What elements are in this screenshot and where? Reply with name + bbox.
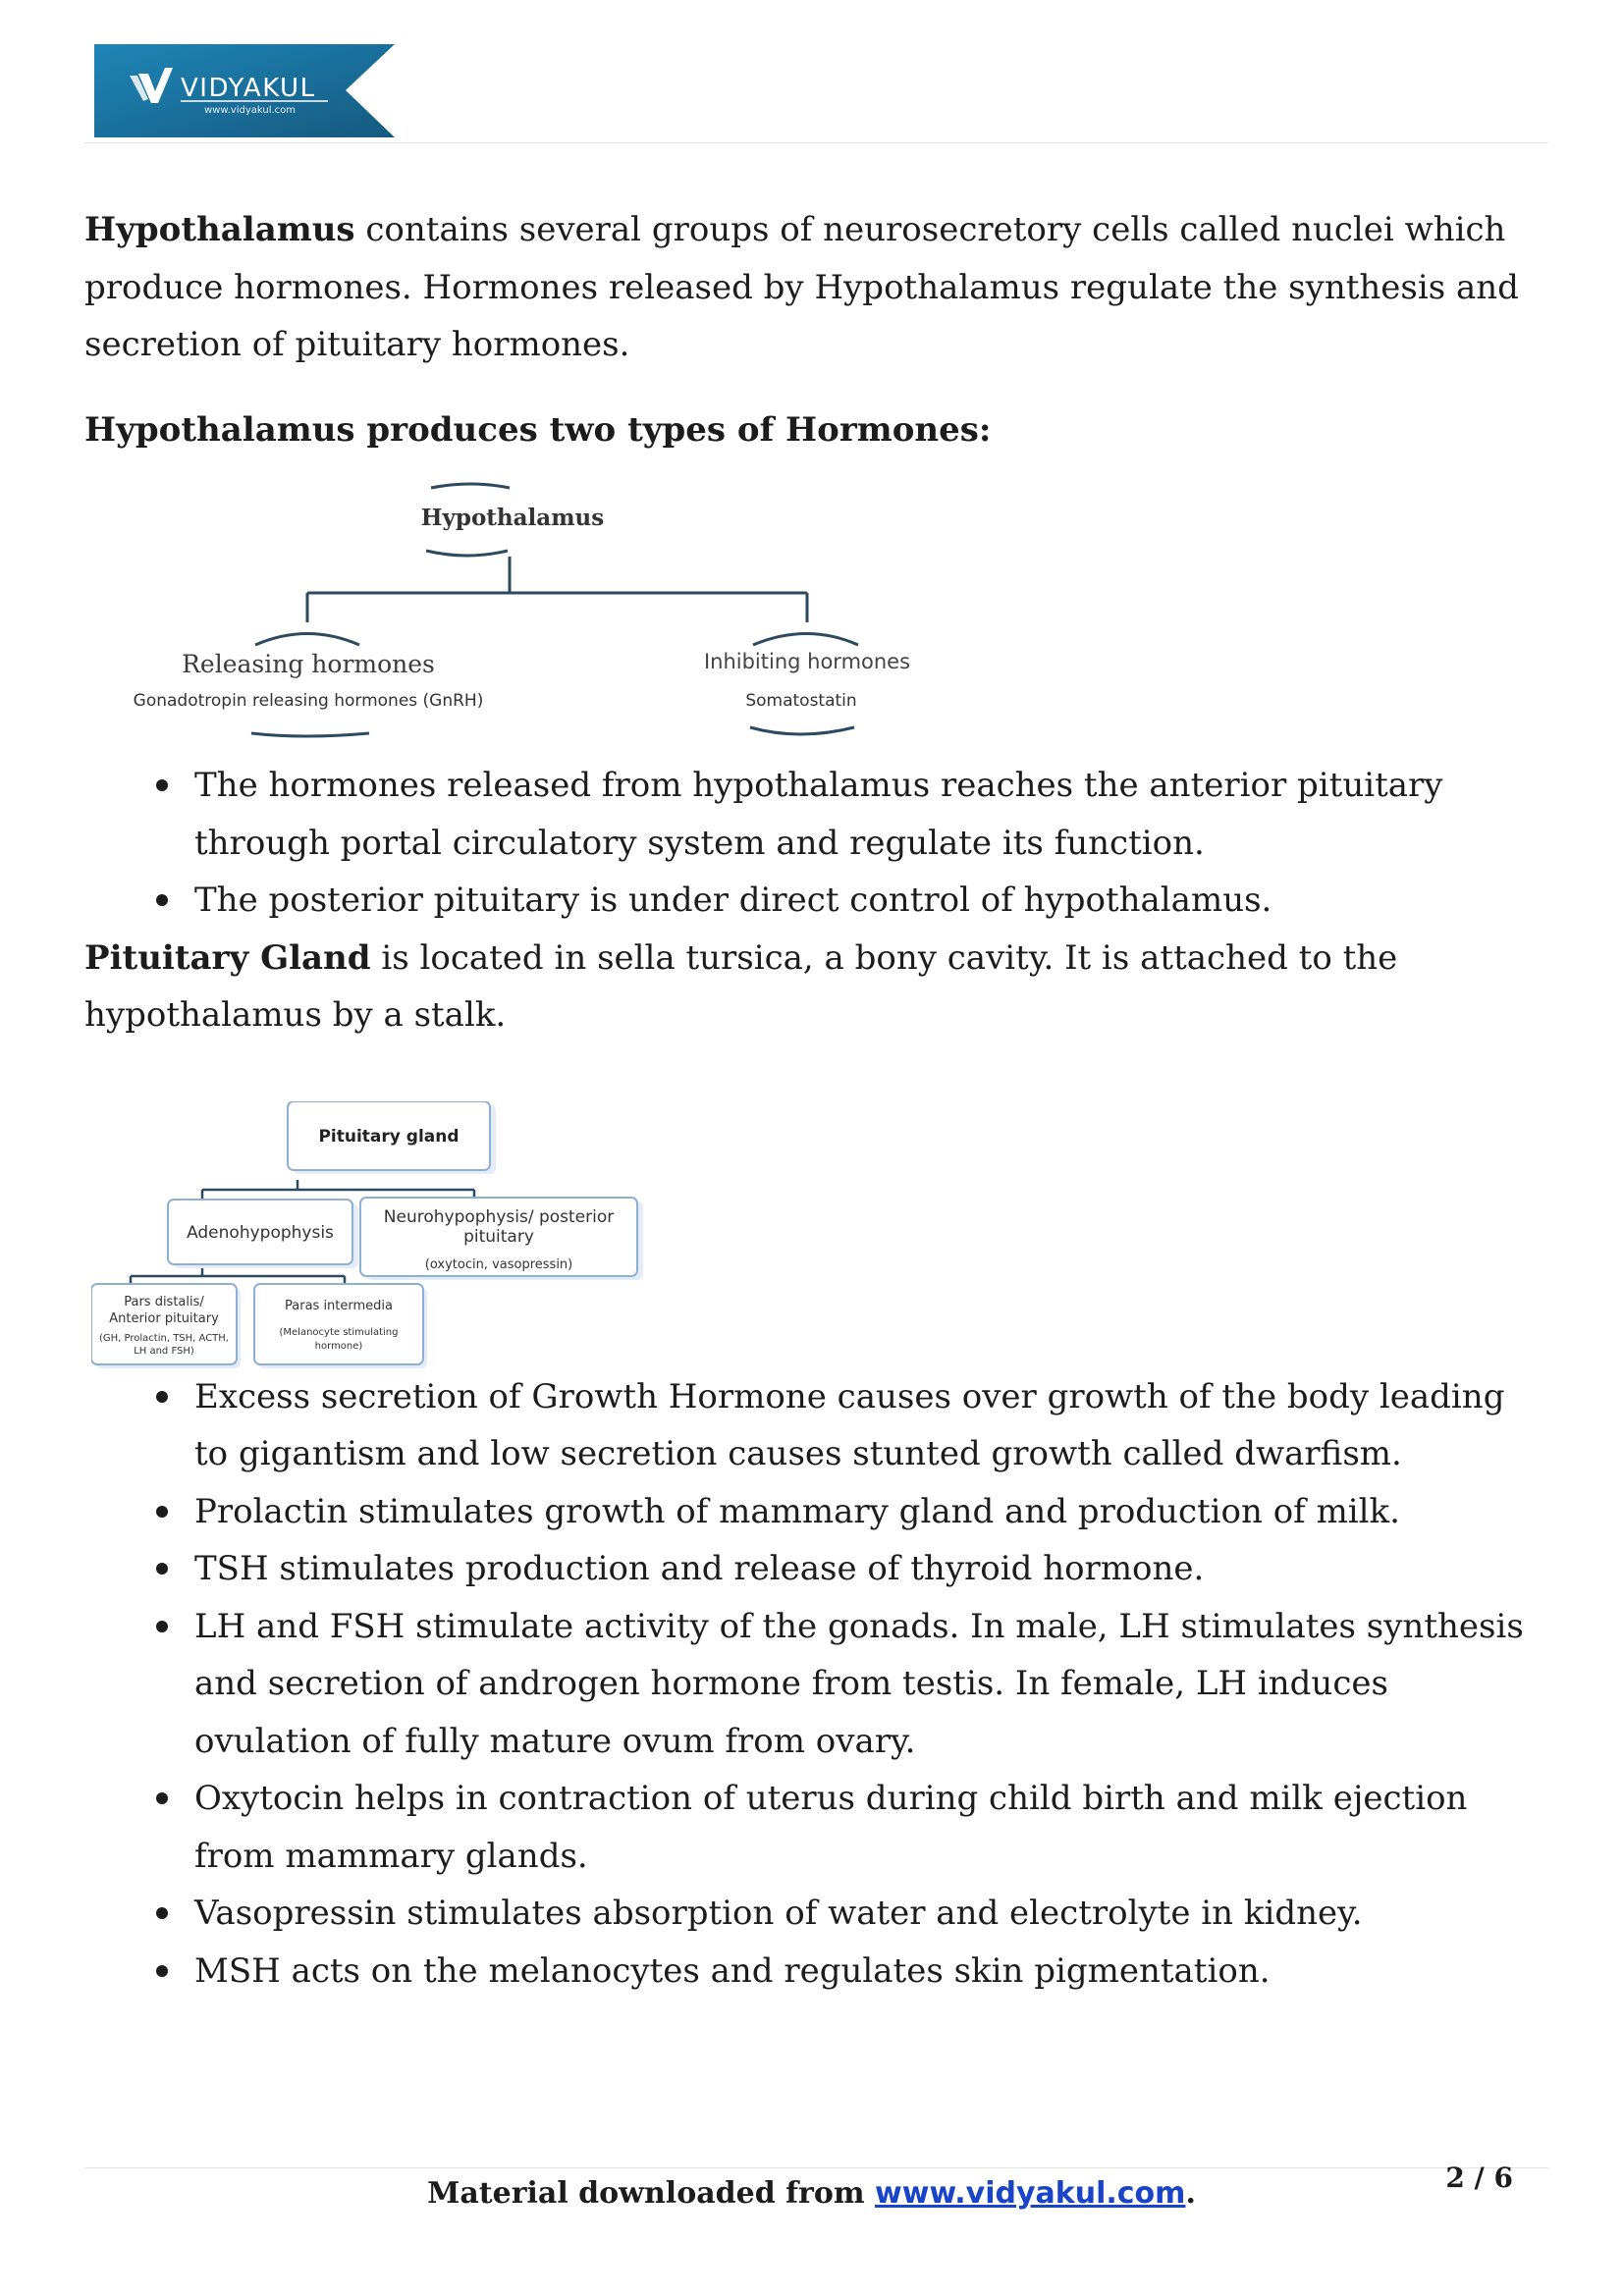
paras-intermedia-label: Paras intermedia [285,1299,393,1313]
list-item: Oxytocin helps in contraction of uterus … [156,1770,1557,1885]
list-item: LH and FSH stimulate activity of the gon… [156,1598,1557,1771]
adenohypophysis-label: Adenohypophysis [187,1223,334,1243]
paras-intermedia-hormones: (Melanocyte stimulating [280,1327,399,1338]
page-content: Hypothalamus contains several groups of … [84,201,1557,2000]
logo-text: VIDYAKUL [181,74,316,103]
anterior-pituitary-label: Anterior pituitary [109,1311,219,1326]
inhibiting-hormones-label: Inhibiting hormones [704,650,910,673]
pars-distalis-hormones-2: LH and FSH) [134,1346,194,1357]
list-item: MSH acts on the melanocytes and regulate… [156,1943,1557,2001]
list-item: Prolactin stimulates growth of mammary g… [156,1483,1557,1541]
header-divider [84,142,1548,143]
pars-distalis-label: Pars distalis/ [124,1295,204,1309]
gnrh-label: Gonadotropin releasing hormones (GnRH) [134,691,484,711]
hypothalamus-paragraph: Hypothalamus contains several groups of … [84,201,1557,374]
releasing-hormones-label: Releasing hormones [182,650,435,678]
paras-intermedia-box [253,1282,424,1365]
diagram1-root: Hypothalamus [421,505,604,531]
vidyakul-logo-mark-icon [130,68,173,103]
pars-distalis-hormones: (GH, Prolactin, TSH, ACTH, [99,1333,229,1344]
list-item: TSH stimulates production and release of… [156,1540,1557,1598]
hypothalamus-lead: Hypothalamus [84,210,355,249]
pituitary-hormones-list: Excess secretion of Growth Hormone cause… [84,1368,1557,2001]
hypothalamus-diagram: Hypothalamus Releasing hormones Gonadotr… [134,482,910,738]
hormone-types-heading: Hypothalamus produces two types of Hormo… [84,409,992,450]
page-number: 2 / 6 [1445,2162,1513,2194]
pituitary-gland-box [287,1100,491,1171]
footer-link[interactable]: www.vidyakul.com [875,2176,1186,2211]
footer-divider [84,2167,1548,2168]
list-item: Excess secretion of Growth Hormone cause… [156,1368,1557,1483]
somatostatin-label: Somatostatin [745,691,856,711]
pituitary-paragraph: Pituitary Gland is located in sella turs… [84,930,1557,1044]
paras-intermedia-hormones-2: hormone) [315,1341,363,1352]
hypothalamus-text: contains several groups of neurosecretor… [84,210,1519,364]
list-item: The hormones released from hypothalamus … [156,757,1557,872]
adenohypophysis-box [167,1198,353,1265]
pituitary-diagram: Pituitary gland Adenohypophysis Neurohyp… [91,1100,643,1368]
diagram2-root: Pituitary gland [318,1127,459,1147]
pituitary-lead: Pituitary Gland [84,937,371,978]
footer: Material downloaded from www.vidyakul.co… [0,2169,1623,2218]
footer-suffix: . [1185,2176,1196,2211]
vidyakul-logo[interactable]: VIDYAKUL www.vidyakul.com [94,44,395,137]
list-item: Vasopressin stimulates absorption of wat… [156,1885,1557,1943]
hypothalamus-points-list: The hormones released from hypothalamus … [84,757,1557,930]
neurohypophysis-label: Neurohypophysis/ posterior [384,1207,614,1227]
pars-distalis-box [91,1282,238,1365]
neurohypophysis-box [359,1196,638,1277]
logo-url: www.vidyakul.com [204,105,296,116]
list-item: The posterior pituitary is under direct … [156,872,1557,930]
footer-prefix: Material downloaded from [427,2176,876,2211]
neurohypophysis-label-2: pituitary [463,1227,534,1247]
pituitary-text: is located in sella tursica, a bony cavi… [84,937,1398,1036]
neurohypophysis-hormones: (oxytocin, vasopressin) [425,1257,573,1272]
